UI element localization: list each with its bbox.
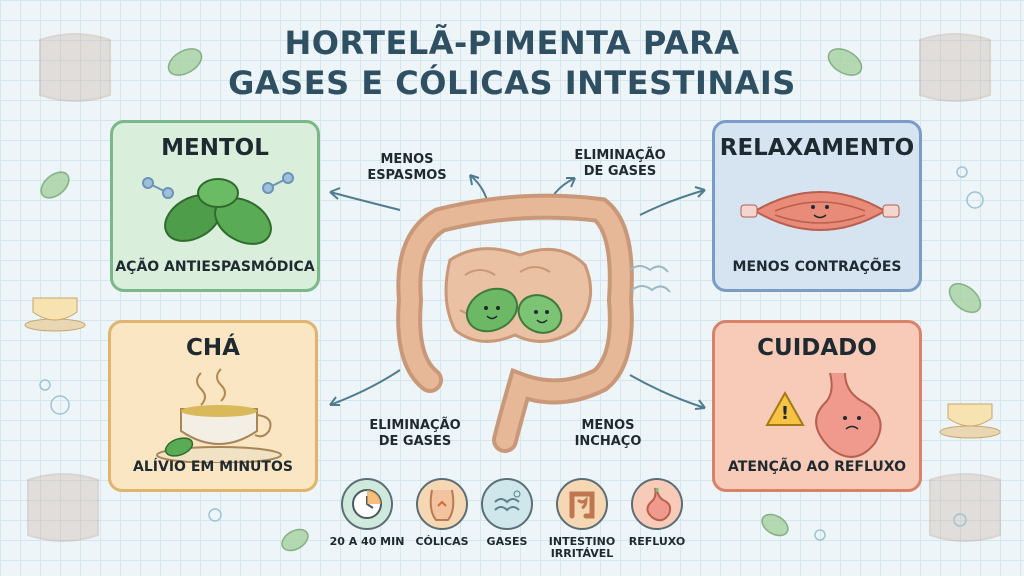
intestine-icon xyxy=(556,478,608,530)
card-cuidado-caption: ATENÇÃO AO REFLUXO xyxy=(728,459,906,475)
bubble-icon xyxy=(39,166,984,541)
main-title-line1: HORTELÃ-PIMENTA PARA xyxy=(284,24,740,62)
card-cuidado: CUIDADO ! ATENÇÃO AO REFLUXO xyxy=(712,320,922,492)
leaf-icon xyxy=(40,48,982,552)
teacup-icon xyxy=(156,368,282,463)
card-mentol-caption: AÇÃO ANTIESPASMÓDICA xyxy=(115,259,315,275)
main-title-line2: GASES E CÓLICAS INTESTINAIS xyxy=(228,64,796,102)
card-cha-title: CHÁ xyxy=(186,335,240,361)
intestine-silhouette-icon xyxy=(27,33,1001,542)
mint-leaf-icon xyxy=(465,287,519,333)
bottom-item-refluxo: REFLUXO xyxy=(612,478,702,548)
bottom-item-tempo: 20 A 40 MIN xyxy=(322,478,412,548)
card-cha-caption: ALÍVIO EM MINUTOS xyxy=(133,459,293,475)
card-mentol: MENTOL AÇÃO ANTIESPASMÓDICA xyxy=(110,120,320,292)
mint-leaves-icon xyxy=(142,172,294,245)
card-mentol-title: MENTOL xyxy=(161,135,269,161)
gas-puff-icon xyxy=(629,265,669,273)
gas-icon xyxy=(481,478,533,530)
card-relaxamento: RELAXAMENTO MENOS CONTRAÇÕES xyxy=(712,120,922,292)
bottom-item-gases: GASES xyxy=(462,478,552,548)
abdomen-icon xyxy=(416,478,468,530)
mint-leaf-icon xyxy=(517,294,563,334)
card-cha: CHÁ ALÍVIO EM MINUTOS xyxy=(108,320,318,492)
clock-icon xyxy=(341,478,393,530)
svg-text:!: ! xyxy=(781,403,789,424)
stomach-icon: ! xyxy=(765,372,882,458)
stomach-icon xyxy=(631,478,683,530)
molecule-icon xyxy=(142,172,294,199)
bottom-item-intestino-irritavel: INTESTINO IRRITÁVEL xyxy=(537,478,627,560)
teacup-icon xyxy=(24,297,1001,439)
bottom-item-colicas: CÓLICAS xyxy=(397,478,487,548)
warning-icon xyxy=(765,390,805,426)
intestine-illustration xyxy=(396,193,671,453)
muscle-icon xyxy=(740,191,900,231)
arrow-icon xyxy=(329,174,706,410)
card-cuidado-title: CUIDADO xyxy=(757,335,877,361)
card-relaxamento-caption: MENOS CONTRAÇÕES xyxy=(732,259,902,275)
card-relaxamento-title: RELAXAMENTO xyxy=(719,135,915,161)
